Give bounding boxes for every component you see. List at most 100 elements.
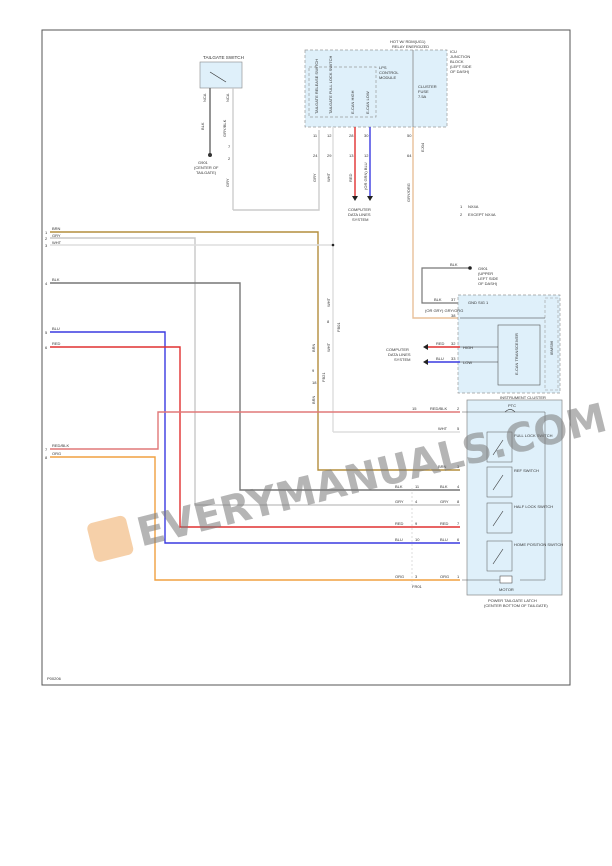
svg-text:(OR GRN) BLU: (OR GRN) BLU <box>363 162 368 190</box>
svg-text:BRN: BRN <box>438 464 447 469</box>
svg-text:BLK: BLK <box>434 297 442 302</box>
svg-text:GRY/BLK: GRY/BLK <box>222 119 227 137</box>
svg-text:12: 12 <box>327 133 332 138</box>
svg-text:4: 4 <box>415 499 418 504</box>
watermark-logo-icon <box>87 515 134 562</box>
svg-text:FUSE: FUSE <box>418 89 429 94</box>
svg-text:WHT: WHT <box>438 426 448 431</box>
svg-text:9: 9 <box>312 368 315 373</box>
instrument-cluster: GND SIG 1 HIGH LOW E-CAN TRANSCEIVER IBM… <box>457 294 561 400</box>
svg-text:3: 3 <box>457 464 460 469</box>
svg-text:(CENTER BOTTOM OF TAILGATE): (CENTER BOTTOM OF TAILGATE) <box>484 603 548 608</box>
svg-text:WHT: WHT <box>52 240 62 245</box>
svg-text:G901: G901 <box>478 266 489 271</box>
svg-text:RED: RED <box>52 341 61 346</box>
svg-text:BLK: BLK <box>450 262 458 267</box>
svg-text:EXCEPT NX4A: EXCEPT NX4A <box>468 212 496 217</box>
svg-text:38: 38 <box>451 313 456 318</box>
svg-text:13: 13 <box>349 153 354 158</box>
svg-text:BRN: BRN <box>311 395 316 404</box>
svg-text:11: 11 <box>313 133 318 138</box>
svg-text:1: 1 <box>457 574 460 579</box>
svg-text:GRY: GRY <box>395 499 404 504</box>
svg-text:HOME POSITION SWITCH: HOME POSITION SWITCH <box>514 542 563 547</box>
svg-text:DATA LINES: DATA LINES <box>348 212 371 217</box>
svg-text:GRY/ORG: GRY/ORG <box>406 183 411 202</box>
ground-icon <box>468 266 472 270</box>
arrow-icon <box>423 359 428 365</box>
svg-text:RED/BLK: RED/BLK <box>430 406 447 411</box>
svg-text:2: 2 <box>228 156 231 161</box>
svg-text:30: 30 <box>364 133 369 138</box>
svg-text:LPS: LPS <box>379 65 387 70</box>
svg-text:E-CAN TRANSCEIVER: E-CAN TRANSCEIVER <box>514 333 519 375</box>
svg-text:9: 9 <box>415 521 418 526</box>
svg-text:3: 3 <box>45 243 48 248</box>
svg-text:FR01: FR01 <box>412 584 423 589</box>
svg-text:TAILGATE RELEASE SWITCH: TAILGATE RELEASE SWITCH <box>314 59 319 114</box>
svg-text:6: 6 <box>45 345 48 350</box>
svg-text:BLK: BLK <box>440 484 448 489</box>
svg-text:15: 15 <box>412 406 417 411</box>
svg-text:RED: RED <box>436 341 445 346</box>
svg-text:POWER TAILGATE LATCH: POWER TAILGATE LATCH <box>488 598 537 603</box>
svg-text:8: 8 <box>457 499 460 504</box>
svg-text:BLOCK: BLOCK <box>450 59 464 64</box>
svg-text:RELAY ENERGIZED: RELAY ENERGIZED <box>392 44 429 49</box>
svg-text:BLK: BLK <box>395 484 403 489</box>
svg-text:37: 37 <box>451 297 456 302</box>
svg-text:4: 4 <box>457 484 460 489</box>
svg-text:E-CAN HIGH: E-CAN HIGH <box>350 90 355 114</box>
svg-text:28: 28 <box>349 133 354 138</box>
svg-text:WHT: WHT <box>326 342 331 352</box>
svg-text:FB21: FB21 <box>321 372 326 382</box>
svg-text:RED: RED <box>395 521 404 526</box>
svg-text:OF DASH): OF DASH) <box>478 281 498 286</box>
svg-text:EJ04: EJ04 <box>420 142 425 152</box>
switch-contact-icon <box>492 439 504 456</box>
svg-text:7: 7 <box>457 521 460 526</box>
svg-text:(UPPER: (UPPER <box>478 271 493 276</box>
svg-text:8: 8 <box>45 455 48 460</box>
svg-text:TAILGATE): TAILGATE) <box>196 170 217 175</box>
svg-text:3: 3 <box>415 574 418 579</box>
svg-text:7: 7 <box>45 447 48 452</box>
tailgate-switch-title: TAILGATE SWITCH <box>203 55 244 60</box>
svg-text:FULL LOCK SWITCH: FULL LOCK SWITCH <box>514 433 553 438</box>
tailgate-switch: TAILGATE SWITCH NCA NCA BLK GRY/BLK GRY … <box>194 55 320 211</box>
svg-text:HALF LOCK SWITCH: HALF LOCK SWITCH <box>514 504 553 509</box>
svg-text:2: 2 <box>45 236 48 241</box>
switch-contact-icon <box>209 71 227 83</box>
arrow-icon <box>367 196 373 201</box>
svg-text:GRY: GRY <box>225 178 230 187</box>
svg-text:2: 2 <box>457 406 460 411</box>
svg-text:SYSTEM: SYSTEM <box>394 357 410 362</box>
motor-icon <box>499 575 513 584</box>
svg-text:REF SWITCH: REF SWITCH <box>514 468 539 473</box>
power-tailgate-latch: PTC FULL LOCK SWITCH REF SWITCH HALF LOC… <box>462 399 563 608</box>
svg-text:6: 6 <box>457 537 460 542</box>
switch-contact-icon <box>492 474 504 491</box>
svg-text:TAILGATE FULL LOCK SWITCH: TAILGATE FULL LOCK SWITCH <box>328 56 333 114</box>
lps-control-module <box>308 66 377 118</box>
svg-text:ORG: ORG <box>52 451 61 456</box>
svg-text:ORG: ORG <box>395 574 404 579</box>
svg-text:PTC: PTC <box>508 403 516 408</box>
svg-text:GRY: GRY <box>440 499 449 504</box>
svg-text:ORG: ORG <box>440 574 449 579</box>
svg-text:(CENTER OF: (CENTER OF <box>194 165 219 170</box>
svg-text:BRN: BRN <box>52 226 61 231</box>
svg-text:1: 1 <box>460 204 463 209</box>
svg-text:(OR GRY) GRY/ORG: (OR GRY) GRY/ORG <box>425 308 463 313</box>
svg-text:18: 18 <box>312 380 317 385</box>
svg-text:7.5A: 7.5A <box>418 94 427 99</box>
harness-wires <box>50 231 460 585</box>
svg-text:64: 64 <box>407 153 412 158</box>
switch-contact-icon <box>492 548 504 565</box>
svg-text:4: 4 <box>45 281 48 286</box>
svg-text:COMPUTER: COMPUTER <box>348 207 371 212</box>
svg-text:OF DASH): OF DASH) <box>450 69 470 74</box>
svg-text:8: 8 <box>327 319 330 324</box>
svg-text:MODULE: MODULE <box>379 75 396 80</box>
